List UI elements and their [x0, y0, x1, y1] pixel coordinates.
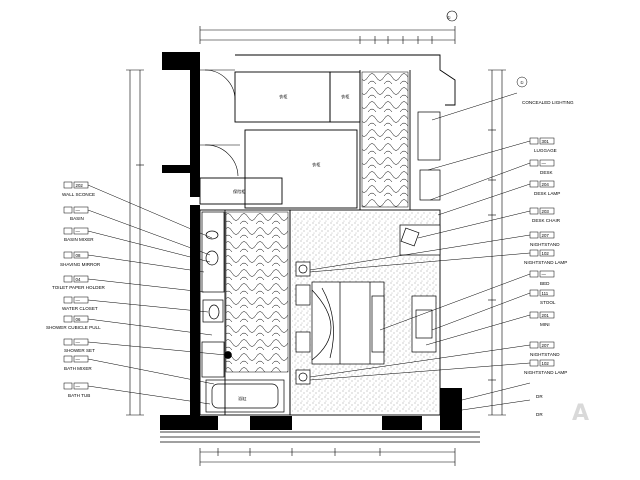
right-item-name: CONCEALED LIGHTING	[522, 100, 574, 105]
right-item-code: 207	[542, 233, 550, 238]
bedroom-furniture	[295, 111, 441, 385]
left-callouts	[63, 181, 227, 405]
right-item-code: 102	[542, 361, 550, 366]
callout-basin-mixer	[63, 227, 211, 263]
left-item-code: 06	[76, 317, 81, 322]
left-item-code: —	[76, 357, 81, 362]
bathtub-label: 浴缸	[238, 395, 247, 402]
right-item-name: DR	[536, 394, 543, 399]
right-item-name: NIGHTSTAND LAMP	[524, 370, 567, 375]
section-tag-top-label: ①	[447, 15, 451, 20]
right-item-name: BED	[540, 281, 550, 286]
left-item-name: TOILET PAPER HOLDER	[52, 285, 106, 290]
left-item-name: BASIN	[70, 216, 84, 221]
left-item-name: BATH TUB	[68, 393, 90, 398]
left-item-code: —	[76, 340, 81, 345]
left-item-code: —	[76, 229, 81, 234]
top-dimensions	[199, 26, 456, 44]
callout-toilet-paper	[63, 275, 205, 293]
right-item-name: NIGHTSTAND	[530, 242, 560, 247]
wardrobe-left-label: 衣柜	[279, 93, 287, 100]
safe-label: 保险柜	[233, 188, 246, 195]
right-item-name: MINI	[540, 322, 550, 327]
left-item-name: SHAVING MIRROR	[60, 262, 101, 267]
right-item-code: 201	[542, 313, 550, 318]
stone-floor-entry	[361, 71, 409, 208]
right-item-name: DESK LAMP	[534, 191, 560, 196]
left-item-name: WALL SCONCE	[62, 192, 95, 197]
right-item-name: DESK	[540, 170, 553, 175]
right-item-code: 102	[542, 251, 550, 256]
right-item-code: 207	[542, 343, 550, 348]
left-item-code: —	[76, 298, 81, 303]
callout-water-closet	[63, 296, 209, 313]
right-item-name: NIGHTSTAND	[530, 352, 560, 357]
left-item-code: —	[76, 384, 81, 389]
left-item-name: WATER CLOSET	[62, 306, 98, 311]
right-item-name: LUGGAGE	[534, 148, 557, 153]
left-dimensions	[126, 69, 144, 416]
callout-bath-mixer	[63, 355, 215, 385]
callout-wall-sconce	[63, 181, 213, 239]
right-callouts	[309, 76, 555, 411]
right-item-code: 203	[542, 209, 550, 214]
callout-bath-tub	[63, 382, 211, 405]
right-item-code: 301	[542, 139, 550, 144]
left-item-name: SHOWER SET	[64, 348, 95, 353]
right-item-name: NIGHTSTAND LAMP	[524, 260, 567, 265]
right-item-code: —	[542, 161, 547, 166]
section-tag-top	[446, 10, 458, 22]
bottom-wall	[160, 431, 480, 443]
callout-shaving-mirror	[63, 251, 205, 273]
left-item-name: BATH MIXER	[64, 366, 92, 371]
right-item-code: —	[542, 272, 547, 277]
entry-door	[200, 69, 240, 177]
callout-basin	[63, 206, 211, 256]
right-item-code: 111	[542, 291, 549, 296]
right-item-name: STOOL	[540, 300, 556, 305]
right-item-name: DESK CHAIR	[532, 218, 561, 223]
callout-shower-set	[63, 338, 227, 356]
right-item-name: DR	[536, 412, 543, 417]
room-outlines	[199, 54, 456, 416]
callout-shower-pull	[63, 315, 213, 336]
wardrobe-right-label: 衣柜	[341, 93, 349, 100]
watermark-logo: A	[572, 401, 589, 426]
closet-bottom-label: 衣柜	[312, 161, 320, 168]
right-item-code: 204	[542, 182, 550, 187]
left-item-code: 08	[76, 253, 81, 258]
stone-floor-bath	[225, 211, 289, 373]
section-tag-right-label: ①	[520, 80, 524, 85]
left-item-name: SHOWER CUBICLE PULL	[46, 325, 101, 330]
left-item-name: BASIN MIXER	[64, 237, 94, 242]
walls	[160, 52, 462, 430]
bottom-dimensions	[199, 448, 456, 466]
right-dimensions	[488, 69, 506, 416]
left-item-code: 202	[76, 183, 84, 188]
left-item-code: 04	[76, 277, 81, 282]
left-item-code: —	[76, 208, 81, 213]
